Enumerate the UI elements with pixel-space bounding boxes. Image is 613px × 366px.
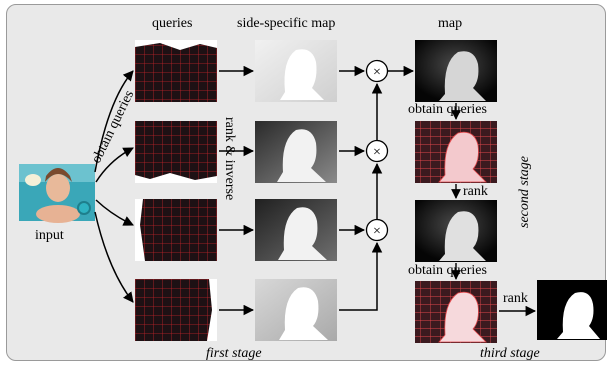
arrow-input-q1 bbox=[94, 70, 134, 173]
final-mask-image bbox=[537, 280, 607, 340]
input-image bbox=[19, 164, 95, 223]
rank-label: rank bbox=[463, 184, 488, 199]
obtain-queries-label-3: obtain queries bbox=[408, 263, 487, 278]
side-map-third bbox=[255, 199, 337, 261]
map-heading: map bbox=[438, 16, 462, 31]
query-grid-second-stage bbox=[415, 121, 497, 183]
obtain-queries-label-2: obtain queries bbox=[408, 102, 487, 117]
second-stage-label: second stage bbox=[517, 156, 532, 228]
side-specific-map-heading: side-specific map bbox=[237, 16, 335, 31]
rank-final-label: rank bbox=[503, 291, 528, 306]
query-grid-second bbox=[135, 121, 217, 183]
multiply-node-middle: × bbox=[365, 139, 389, 163]
query-grid-third bbox=[135, 199, 217, 261]
queries-heading: queries bbox=[152, 16, 192, 31]
first-stage-label: first stage bbox=[206, 346, 262, 361]
arrow-input-q4 bbox=[94, 211, 134, 303]
map-image bbox=[415, 40, 497, 102]
arrow-input-q2 bbox=[95, 147, 134, 183]
multiply-node-bottom: × bbox=[365, 218, 389, 242]
side-map-second bbox=[255, 121, 337, 183]
svg-text:×: × bbox=[373, 65, 381, 80]
svg-text:×: × bbox=[373, 145, 381, 160]
multiply-node-top: × bbox=[365, 59, 389, 83]
third-stage-label: third stage bbox=[480, 346, 540, 361]
side-map-bottom bbox=[255, 279, 337, 341]
svg-text:×: × bbox=[373, 224, 381, 239]
query-grid-bottom bbox=[135, 279, 217, 341]
arrow-map4-mult bbox=[339, 241, 383, 311]
input-label: input bbox=[35, 228, 64, 243]
map-image-second-stage bbox=[415, 200, 497, 262]
query-grid-third-stage bbox=[415, 281, 497, 343]
arrow-input-q3 bbox=[95, 199, 134, 226]
side-map-top bbox=[255, 40, 337, 102]
query-grid-top bbox=[135, 40, 217, 102]
obtain-queries-label: obtain queries bbox=[89, 88, 137, 166]
rank-inverse-label: rank & inverse bbox=[222, 117, 237, 200]
